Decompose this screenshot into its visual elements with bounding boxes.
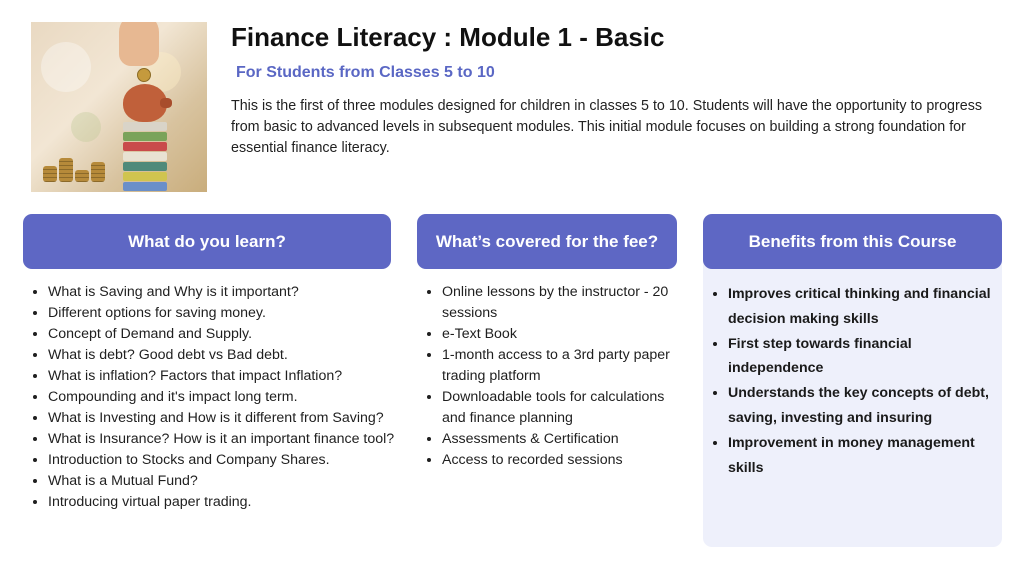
book-stack-item <box>123 152 167 161</box>
list-item: Introduction to Stocks and Company Share… <box>48 450 400 471</box>
book-stack-item <box>123 132 167 141</box>
learn-column-heading: What do you learn? <box>23 214 391 269</box>
page-subtitle: For Students from Classes 5 to 10 <box>236 64 495 81</box>
list-item: Improvement in money management skills <box>728 431 1010 481</box>
coin-stack-icon <box>75 170 89 182</box>
list-item: Introducing virtual paper trading. <box>48 492 400 513</box>
list-item: What is Saving and Why is it important? <box>48 282 400 303</box>
book-stack-item <box>123 162 167 171</box>
piggy-bank-icon <box>123 84 167 122</box>
coin-stack-icon <box>91 162 105 182</box>
list-item: What is a Mutual Fund? <box>48 471 400 492</box>
hero-image-piggy-bank <box>31 22 207 192</box>
list-item: What is inflation? Factors that impact I… <box>48 366 400 387</box>
coin-stack-icon <box>59 158 73 182</box>
coin-stack-icon <box>43 166 57 182</box>
benefits-column-heading: Benefits from this Course <box>703 214 1002 269</box>
list-item: What is debt? Good debt vs Bad debt. <box>48 345 400 366</box>
list-item: Access to recorded sessions <box>442 450 677 471</box>
fee-column-heading: What’s covered for the fee? <box>417 214 677 269</box>
benefits-panel <box>703 255 1002 547</box>
book-stack-item <box>123 172 167 181</box>
list-item: 1-month access to a 3rd party paper trad… <box>442 345 677 387</box>
book-stack-item <box>123 182 167 191</box>
list-item: Downloadable tools for calculations and … <box>442 387 677 429</box>
page-title: Finance Literacy : Module 1 - Basic <box>231 22 665 52</box>
list-item: Understands the key concepts of debt, sa… <box>728 381 1010 431</box>
bokeh-light <box>71 112 101 142</box>
piggy-bank-snout <box>160 98 172 108</box>
list-item: First step towards financial independenc… <box>728 332 1010 382</box>
benefits-list: Improves critical thinking and financial… <box>708 282 1010 480</box>
list-item: Different options for saving money. <box>48 303 400 324</box>
list-item: Assessments & Certification <box>442 429 677 450</box>
module-description: This is the first of three modules desig… <box>231 98 982 156</box>
list-item: What is Insurance? How is it an importan… <box>48 429 400 450</box>
list-item: e-Text Book <box>442 324 677 345</box>
book-stack-item <box>123 122 167 131</box>
fee-list: Online lessons by the instructor - 20 se… <box>422 282 677 471</box>
bokeh-light <box>41 42 91 92</box>
list-item: What is Investing and How is it differen… <box>48 408 400 429</box>
book-stack-item <box>123 142 167 151</box>
learn-list: What is Saving and Why is it important? … <box>28 282 400 513</box>
list-item: Compounding and it's impact long term. <box>48 387 400 408</box>
coin-icon <box>137 68 151 82</box>
hand-illustration <box>119 22 159 66</box>
list-item: Online lessons by the instructor - 20 se… <box>442 282 677 324</box>
list-item: Concept of Demand and Supply. <box>48 324 400 345</box>
list-item: Improves critical thinking and financial… <box>728 282 1010 332</box>
